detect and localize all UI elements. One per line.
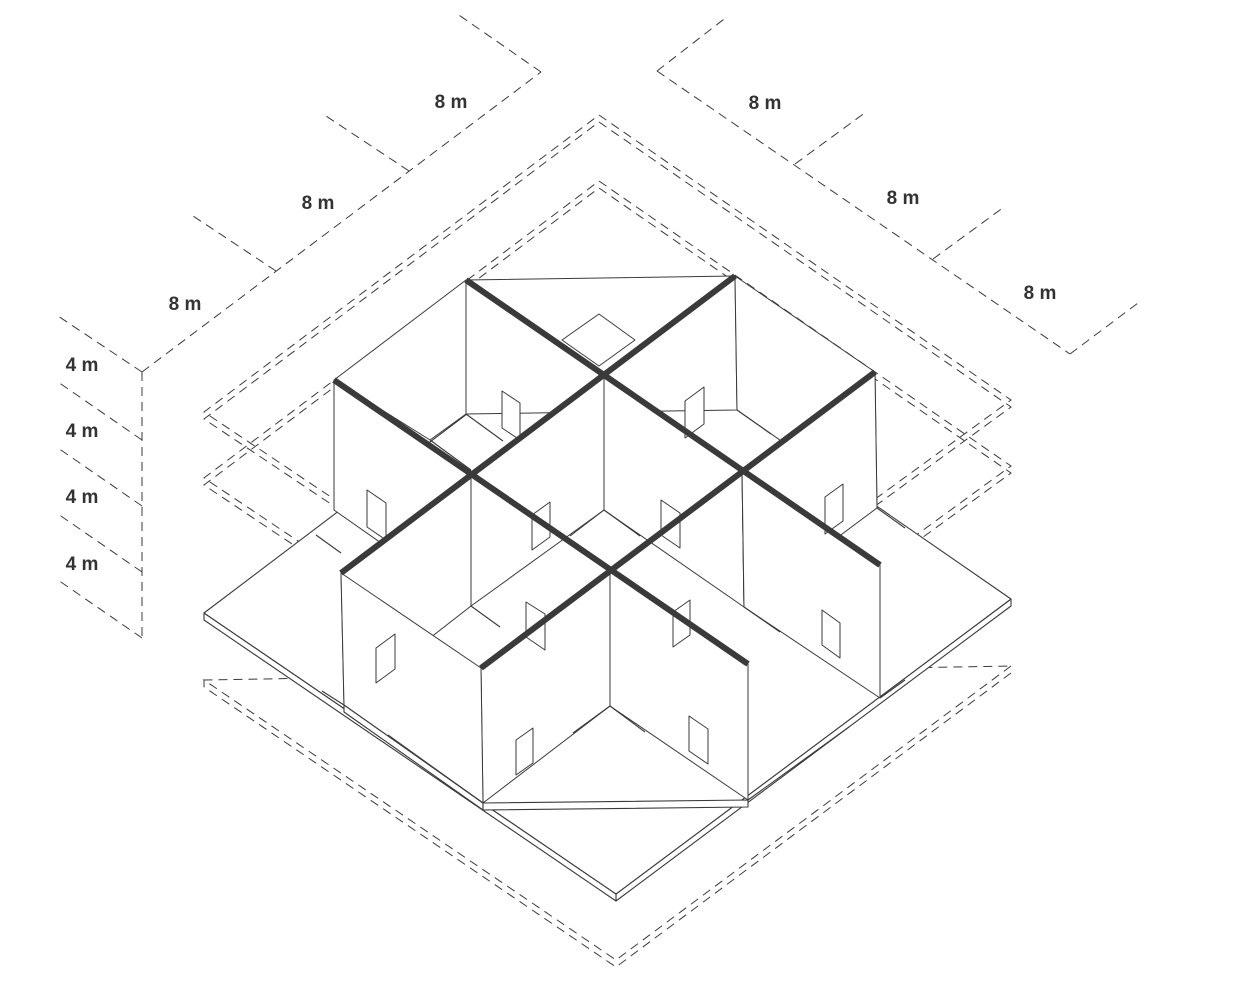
ghost-level-roof bbox=[203, 114, 1012, 689]
depth-label-3: 8 m bbox=[1024, 283, 1057, 304]
floor-grid bbox=[315, 409, 906, 804]
door bbox=[688, 715, 709, 765]
door bbox=[531, 501, 551, 551]
depth-dimension bbox=[656, 15, 1143, 355]
door bbox=[375, 633, 396, 684]
ghost-level-roof-edge bbox=[203, 121, 1012, 696]
door bbox=[515, 727, 534, 776]
width-label-3: 8 m bbox=[169, 294, 202, 315]
door bbox=[672, 599, 691, 648]
walls bbox=[333, 275, 881, 811]
height-label-4: 4 m bbox=[66, 554, 99, 575]
structural-beams bbox=[332, 273, 882, 671]
door bbox=[684, 386, 705, 439]
height-label-1: 4 m bbox=[66, 355, 99, 376]
court-rear bbox=[561, 313, 636, 367]
width-label-1: 8 m bbox=[435, 92, 468, 113]
ghost-level-lower bbox=[202, 665, 1013, 961]
depth-label-1: 8 m bbox=[749, 93, 782, 114]
door bbox=[821, 609, 841, 659]
dimension-lines bbox=[57, 12, 1143, 639]
beam-diagonal-4 bbox=[479, 369, 877, 671]
dimension-labels: 8 m 8 m 8 m 8 m 8 m 8 m 4 m 4 m 4 m 4 m bbox=[66, 92, 1057, 575]
beam-diagonal-2 bbox=[332, 377, 750, 667]
height-label-2: 4 m bbox=[66, 421, 99, 442]
width-dimension bbox=[57, 12, 542, 373]
beam-diagonal-3 bbox=[339, 273, 737, 576]
doors bbox=[366, 386, 844, 776]
depth-label-2: 8 m bbox=[887, 188, 920, 209]
door bbox=[824, 483, 844, 535]
beam-diagonal-1 bbox=[464, 277, 882, 568]
height-dimension bbox=[57, 372, 143, 639]
width-label-2: 8 m bbox=[302, 193, 335, 214]
height-label-3: 4 m bbox=[66, 487, 99, 508]
